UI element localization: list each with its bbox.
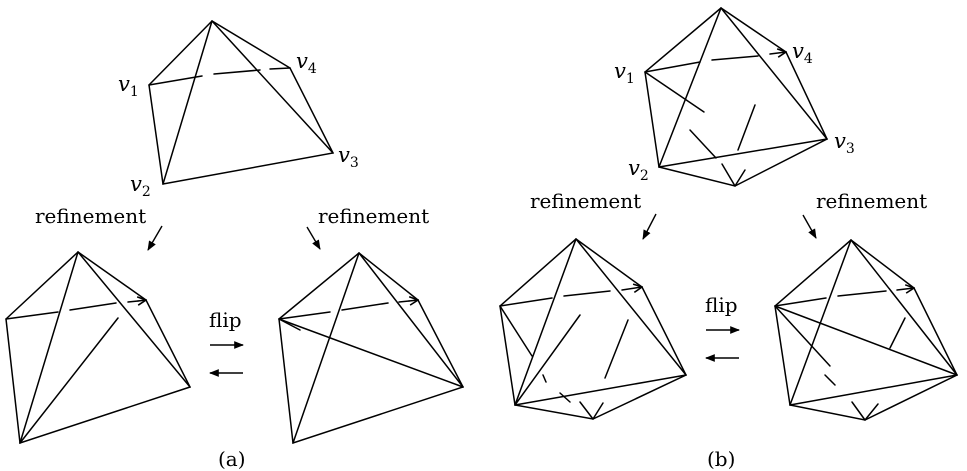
- caption-b: (b): [707, 447, 735, 471]
- panel-a-right-refined-polyhedron: [278, 252, 465, 445]
- flip-label: flip: [705, 293, 738, 317]
- refinement-arrow-right: [802, 214, 817, 239]
- refinement-arrow-right: [306, 226, 321, 250]
- vertex-label-v2: v2: [130, 172, 151, 200]
- flip-label: flip: [209, 308, 242, 332]
- refinement-label-left: refinement: [35, 204, 146, 228]
- vertex-label-v1: v1: [614, 59, 635, 87]
- panel-b: v1 v4 v3 v2 refinement refinement: [499, 7, 959, 471]
- refinement-arrow-left: [147, 225, 163, 251]
- refinement-label-right: refinement: [816, 189, 927, 213]
- panel-a-top-polyhedron: [148, 20, 335, 185]
- refinement-arrow-left: [642, 213, 657, 240]
- panel-b-top-polyhedron: [644, 7, 828, 187]
- panel-a-left-refined-polyhedron: [5, 251, 192, 445]
- panel-b-right-refined-polyhedron: [774, 239, 959, 421]
- vertex-label-v1: v1: [118, 72, 139, 100]
- vertex-label-v2: v2: [628, 156, 649, 184]
- panel-b-vertex-labels: v1 v4 v3 v2: [614, 39, 855, 184]
- vertex-label-v3: v3: [834, 129, 855, 157]
- refinement-label-right: refinement: [318, 204, 429, 228]
- vertex-label-v4: v4: [792, 39, 813, 67]
- panel-a-vertex-labels: v1 v4 v3 v2: [118, 49, 359, 200]
- refinement-label-left: refinement: [530, 189, 641, 213]
- panel-b-left-refined-polyhedron: [499, 238, 688, 420]
- vertex-label-v3: v3: [338, 143, 359, 171]
- panel-a: v1 v4 v3 v2 refinement refinement flip: [5, 20, 465, 471]
- caption-a: (a): [218, 447, 246, 471]
- vertex-label-v4: v4: [296, 49, 317, 77]
